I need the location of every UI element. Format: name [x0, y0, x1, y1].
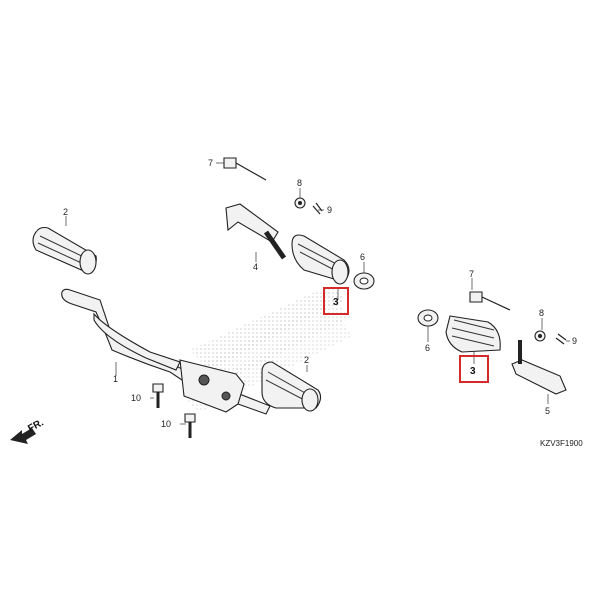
- callout-2-mid: 2: [304, 355, 309, 365]
- highlight-part-3-top[interactable]: 3: [323, 287, 349, 315]
- bolt-10-a: [152, 383, 164, 408]
- direction-label: FR.: [26, 417, 46, 434]
- callout-9-top: 9: [327, 205, 332, 215]
- middle-footpeg-rubber: [261, 361, 322, 412]
- front-direction-arrow: FR.: [10, 417, 46, 444]
- callout-8-top: 8: [297, 178, 302, 188]
- right-step-assembly: [417, 291, 567, 395]
- step-bar: [61, 288, 271, 415]
- callout-1: 1: [113, 374, 118, 384]
- callout-6-right: 6: [425, 343, 430, 353]
- callout-7-top: 7: [208, 158, 213, 168]
- callout-8-right: 8: [539, 308, 544, 318]
- left-footpeg-rubber: [32, 226, 97, 275]
- callout-7-right: 7: [469, 269, 474, 279]
- callout-5: 5: [545, 406, 550, 416]
- callout-9-right: 9: [572, 336, 577, 346]
- callout-3-top: 3: [333, 297, 339, 308]
- leader-lines: [65, 162, 570, 425]
- callout-2-left: 2: [63, 207, 68, 217]
- highlight-part-3-right[interactable]: 3: [459, 355, 489, 383]
- catalog-code: KZV3F1900: [540, 439, 583, 448]
- callout-10-a: 10: [131, 393, 141, 403]
- callouts: 1 2 2 4 5 6 6 7 7 8 8 9 9 10 10: [63, 158, 577, 429]
- callout-3-right: 3: [470, 366, 476, 377]
- bolt-10-b: [184, 413, 196, 438]
- callout-6-top: 6: [360, 252, 365, 262]
- callout-10-b: 10: [161, 419, 171, 429]
- callout-4: 4: [253, 262, 258, 272]
